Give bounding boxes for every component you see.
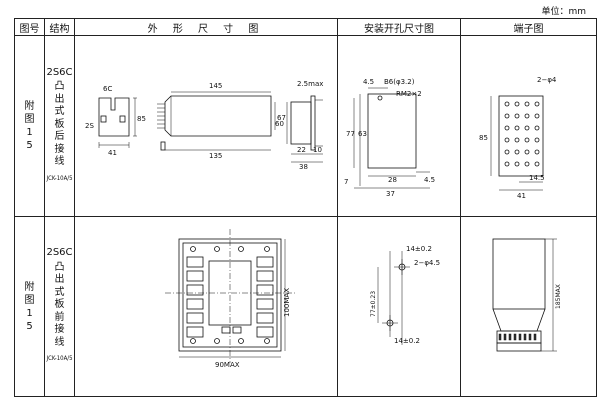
row2-structure: 2S6C 凸出式板前接线 JCK-10A/5	[44, 216, 75, 397]
dim-135: 135	[209, 152, 222, 160]
dim-145: 145	[209, 82, 222, 90]
row1-fig-no: 附图15	[14, 35, 45, 217]
dim-37: 37	[386, 190, 395, 198]
dim-2s: 2S	[85, 122, 94, 130]
header-install: 安装开孔尺寸图	[337, 18, 461, 36]
dim-10: 10	[313, 146, 322, 154]
dim-100max: 100MAX	[283, 288, 291, 317]
dim-7: 7	[344, 178, 348, 186]
dimension-table: 图号 结构 外 形 尺 寸 图 安装开孔尺寸图 端子图 附图15 2S6C 凸出…	[14, 18, 597, 397]
row1-code: 2S6C	[46, 66, 73, 78]
dim-rm2x2: RM2×2	[396, 90, 422, 98]
header-outline: 外 形 尺 寸 图	[74, 18, 338, 36]
unit-label: 单位：mm	[541, 7, 586, 17]
dim-41: 41	[108, 149, 117, 157]
dim-85: 85	[137, 115, 146, 123]
outline-side-view: 145 135 67	[157, 82, 286, 160]
dim-2-5max: 2.5max	[297, 80, 323, 88]
row2-terminal-drawing: 185MAX	[460, 216, 597, 397]
dim-67: 67	[277, 114, 286, 122]
dim-4-5-top: 4.5	[363, 78, 374, 86]
dim-90max: 90MAX	[215, 361, 240, 369]
header-terminal: 端子图	[460, 18, 597, 36]
dim-22: 22	[297, 146, 306, 154]
dim-2-phi4-5: 2−φ4.5	[414, 259, 440, 267]
dim-63: 63	[358, 130, 367, 138]
row2-install-drawing: 14±0.2 2−φ4.5 77±0.23 14±0.2	[337, 216, 461, 397]
row1-structure: 2S6C 凸出式板后接线 JCK-10A/5	[44, 35, 75, 217]
dim-b6-hole: B6(φ3.2)	[384, 78, 415, 86]
row1-install-drawing: 4.5 B6(φ3.2) RM2×2 77 63 7 28 4.5 37	[337, 35, 461, 217]
row2-code: 2S6C	[46, 247, 73, 259]
row1-model: JCK-10A/5	[46, 174, 73, 182]
dim-60: 60	[275, 120, 284, 128]
dim-6c: 6C	[103, 85, 112, 93]
dim-38: 38	[299, 163, 308, 171]
header-structure: 结构	[44, 18, 75, 36]
row2-model: JCK-10A/5	[46, 355, 73, 363]
row2-desc: 凸出式板前接线	[54, 261, 65, 348]
row1-desc: 凸出式板后接线	[54, 81, 65, 168]
outline-small-view: 6C 2S 85 41	[85, 85, 146, 157]
row1-terminal-drawing: 2−φ4 85 14.5 41	[460, 35, 597, 217]
row2-outline-drawing: 100MAX 90MAX	[74, 216, 338, 397]
dim-14-top: 14±0.2	[406, 245, 432, 253]
row2-fig-no: 附图15	[14, 216, 45, 397]
dim-14-bottom: 14±0.2	[394, 337, 420, 345]
dim-77-tol: 77±0.23	[370, 291, 377, 317]
outline-rear-view: 2.5max 60 22 10 38	[275, 80, 323, 171]
dim-14-5: 14.5	[529, 174, 545, 182]
dim-2-phi4: 2−φ4	[537, 76, 557, 84]
dim-4-5-bottom: 4.5	[424, 176, 435, 184]
dim-77: 77	[346, 130, 355, 138]
dim-41-terminal: 41	[517, 192, 526, 200]
dim-85-terminal: 85	[479, 134, 488, 142]
dim-28: 28	[388, 176, 397, 184]
dim-185max: 185MAX	[555, 284, 562, 309]
row1-outline-drawing: 6C 2S 85 41	[74, 35, 338, 217]
header-fig-no: 图号	[14, 18, 45, 36]
